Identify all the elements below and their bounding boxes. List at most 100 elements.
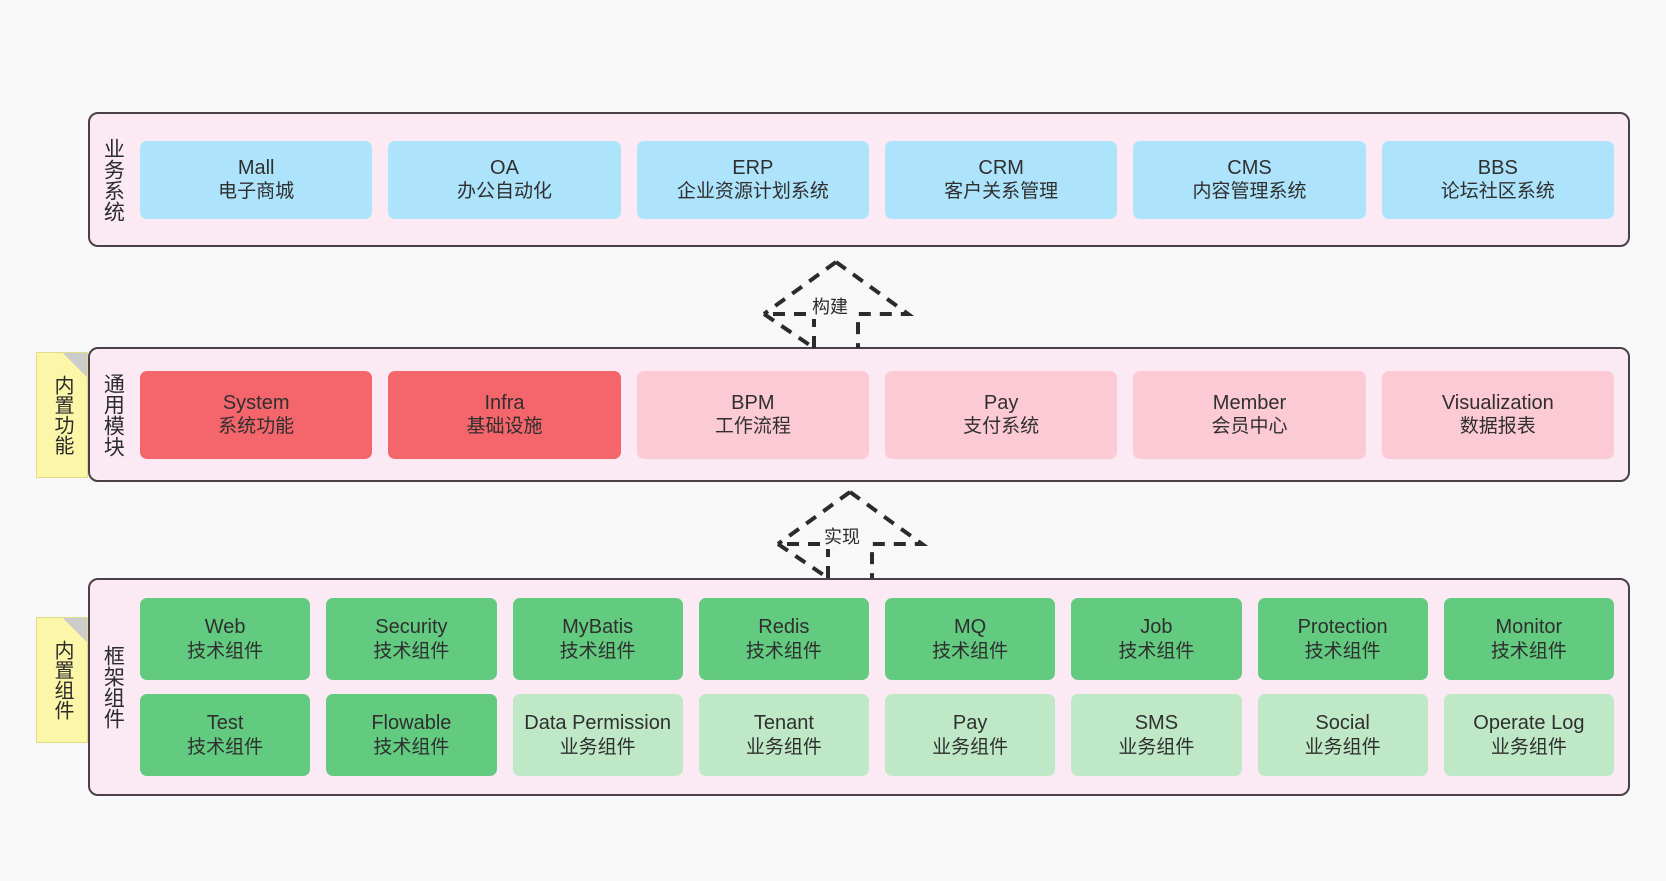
card-title-cn: 工作流程 <box>714 416 791 438</box>
layer-common-modules: 通用模块 System 系统功能 Infra 基础设施 BPM 工作流程 Pay… <box>88 347 1630 482</box>
card-title-en: Redis <box>758 616 810 639</box>
layer-body-business-systems: Mall 电子商城 OA 办公自动化 ERP 企业资源计划系统 CRM 客户关系… <box>134 114 1628 245</box>
layer-framework-components: 框架组件 Web 技术组件 Security 技术组件 MyBatis 技术组件… <box>88 578 1630 796</box>
card-title-en: Infra <box>484 391 525 414</box>
card-title-en: Tenant <box>753 712 814 735</box>
card-test[interactable]: Test 技术组件 <box>140 694 311 776</box>
card-bbs[interactable]: BBS 论坛社区系统 <box>1381 140 1614 219</box>
card-data-permission[interactable]: Data Permission 业务组件 <box>512 694 683 776</box>
card-title-cn: 技术组件 <box>1118 640 1195 662</box>
note-label: 内置功能 <box>51 375 73 455</box>
card-title-cn: 内容管理系统 <box>1192 181 1307 203</box>
layer-title-common-modules: 通用模块 <box>101 372 125 457</box>
card-row: Web 技术组件 Security 技术组件 MyBatis 技术组件 Redi… <box>140 598 1614 680</box>
card-title-cn: 电子商城 <box>218 181 295 203</box>
card-row: Test 技术组件 Flowable 技术组件 Data Permission … <box>140 694 1614 776</box>
card-title-en: Protection <box>1297 616 1388 639</box>
card-flowable[interactable]: Flowable 技术组件 <box>326 694 497 776</box>
card-visualization[interactable]: Visualization 数据报表 <box>1381 370 1614 459</box>
card-social[interactable]: Social 业务组件 <box>1257 694 1428 776</box>
card-title-en: ERP <box>732 156 774 179</box>
card-title-en: Social <box>1315 712 1370 735</box>
card-title-cn: 业务组件 <box>1490 736 1567 758</box>
card-job[interactable]: Job 技术组件 <box>1071 598 1242 680</box>
card-row: System 系统功能 Infra 基础设施 BPM 工作流程 Pay 支付系统… <box>140 370 1614 459</box>
card-title-cn: 技术组件 <box>373 736 450 758</box>
card-title-en: Pay <box>952 712 988 735</box>
note-builtin-components: 内置组件 <box>36 617 88 743</box>
card-title-cn: 论坛社区系统 <box>1440 181 1555 203</box>
layer-title-business-systems: 业务系统 <box>101 137 125 222</box>
card-title-en: CMS <box>1227 156 1272 179</box>
card-title-en: Monitor <box>1495 616 1563 639</box>
note-builtin-features: 内置功能 <box>36 352 88 478</box>
card-web[interactable]: Web 技术组件 <box>140 598 311 680</box>
connector-label-implement: 实现 <box>822 523 862 549</box>
card-title-en: OA <box>490 156 519 179</box>
card-title-cn: 技术组件 <box>187 640 264 662</box>
card-title-en: BBS <box>1477 156 1518 179</box>
card-crm[interactable]: CRM 客户关系管理 <box>884 140 1118 219</box>
card-cms[interactable]: CMS 内容管理系统 <box>1133 140 1366 219</box>
card-title-cn: 技术组件 <box>932 640 1009 662</box>
card-row: Mall 电子商城 OA 办公自动化 ERP 企业资源计划系统 CRM 客户关系… <box>140 140 1614 219</box>
card-title-cn: 业务组件 <box>932 736 1009 758</box>
card-title-en: Pay <box>983 391 1019 414</box>
card-title-en: Operate Log <box>1473 712 1585 735</box>
card-title-cn: 业务组件 <box>559 736 636 758</box>
card-title-cn: 技术组件 <box>1304 640 1381 662</box>
card-infra[interactable]: Infra 基础设施 <box>388 370 621 459</box>
card-mall[interactable]: Mall 电子商城 <box>140 140 373 219</box>
card-redis[interactable]: Redis 技术组件 <box>698 598 869 680</box>
card-pay-component[interactable]: Pay 业务组件 <box>885 694 1056 776</box>
card-title-en: Member <box>1212 391 1287 414</box>
card-member[interactable]: Member 会员中心 <box>1133 370 1366 459</box>
card-title-cn: 系统功能 <box>218 416 295 438</box>
card-pay[interactable]: Pay 支付系统 <box>884 370 1118 459</box>
card-title-cn: 业务组件 <box>1118 736 1195 758</box>
card-oa[interactable]: OA 办公自动化 <box>388 140 621 219</box>
card-title-en: Visualization <box>1441 391 1554 414</box>
note-label: 内置组件 <box>51 640 73 720</box>
card-title-cn: 业务组件 <box>745 736 822 758</box>
card-title-en: Data Permission <box>524 712 671 735</box>
card-erp[interactable]: ERP 企业资源计划系统 <box>636 140 869 219</box>
card-title-en: BPM <box>731 391 775 414</box>
card-title-cn: 技术组件 <box>187 736 264 758</box>
card-protection[interactable]: Protection 技术组件 <box>1257 598 1428 680</box>
card-title-cn: 会员中心 <box>1211 416 1288 438</box>
layer-business-systems: 业务系统 Mall 电子商城 OA 办公自动化 ERP 企业资源计划系统 CRM… <box>88 112 1630 247</box>
card-title-en: Flowable <box>371 712 452 735</box>
page-fold-icon <box>63 353 87 377</box>
card-title-cn: 办公自动化 <box>456 181 552 203</box>
card-title-en: Security <box>375 616 448 639</box>
card-security[interactable]: Security 技术组件 <box>326 598 497 680</box>
card-title-cn: 技术组件 <box>1490 640 1567 662</box>
card-mybatis[interactable]: MyBatis 技术组件 <box>512 598 683 680</box>
connector-label-build: 构建 <box>810 293 850 319</box>
card-bpm[interactable]: BPM 工作流程 <box>636 370 869 459</box>
card-title-cn: 技术组件 <box>745 640 822 662</box>
card-title-cn: 客户关系管理 <box>944 181 1059 203</box>
card-title-en: MQ <box>954 616 987 639</box>
card-operate-log[interactable]: Operate Log 业务组件 <box>1443 694 1614 776</box>
card-title-en: CRM <box>978 156 1024 179</box>
card-title-cn: 基础设施 <box>466 416 543 438</box>
card-title-en: System <box>222 391 290 414</box>
layer-body-framework-components: Web 技术组件 Security 技术组件 MyBatis 技术组件 Redi… <box>134 580 1628 794</box>
card-system[interactable]: System 系统功能 <box>140 370 373 459</box>
generalization-arrow-implement <box>770 488 930 578</box>
generalization-arrow-build <box>756 258 916 348</box>
card-title-cn: 技术组件 <box>373 640 450 662</box>
card-mq[interactable]: MQ 技术组件 <box>885 598 1056 680</box>
card-title-en: Test <box>206 712 244 735</box>
card-title-cn: 数据报表 <box>1459 416 1536 438</box>
card-title-cn: 支付系统 <box>963 416 1040 438</box>
card-monitor[interactable]: Monitor 技术组件 <box>1443 598 1614 680</box>
card-tenant[interactable]: Tenant 业务组件 <box>698 694 869 776</box>
card-sms[interactable]: SMS 业务组件 <box>1071 694 1242 776</box>
page-fold-icon <box>63 618 87 642</box>
card-title-en: Web <box>204 616 246 639</box>
layer-title-framework-components: 框架组件 <box>101 645 125 729</box>
